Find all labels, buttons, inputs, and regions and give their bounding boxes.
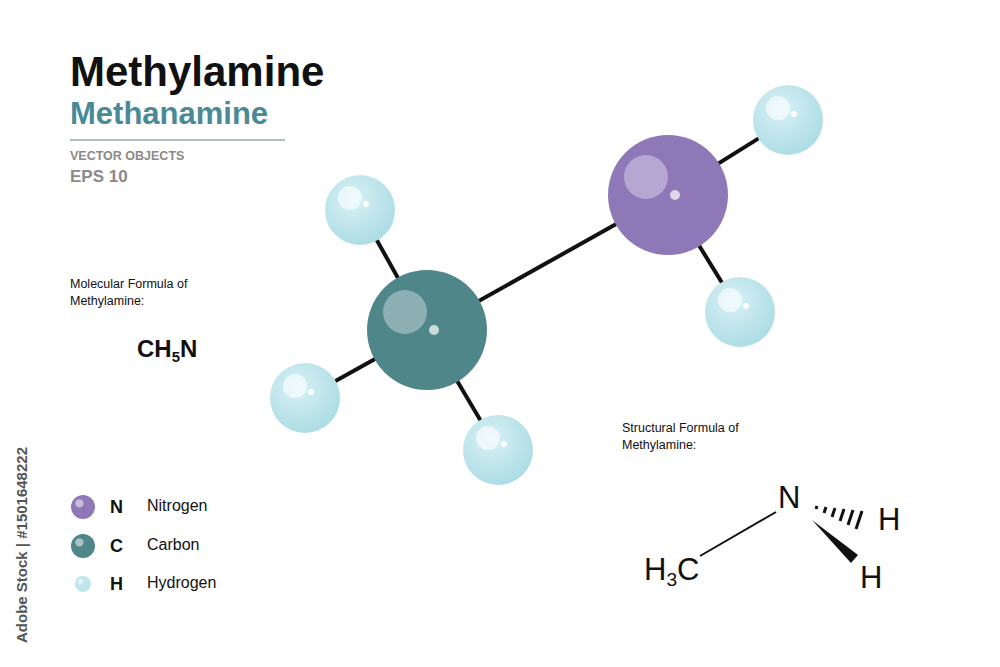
atom-symbol: N — [778, 480, 800, 516]
legend-swatch — [69, 570, 97, 598]
note: EPS 10 — [70, 167, 128, 187]
watermark: Adobe Stock | #1501648222 — [13, 447, 30, 643]
title: Methylamine — [70, 48, 324, 96]
legend-text: Hydrogen — [147, 574, 216, 592]
caption-label: Structural Formula of Methylamine: — [622, 420, 782, 454]
note: VECTOR OBJECTS — [70, 149, 184, 163]
atom-symbol: H — [878, 502, 900, 538]
nitrogen-atom — [608, 135, 728, 255]
legend-symbol: H — [110, 574, 123, 595]
atom-symbol: H — [860, 560, 882, 596]
legend-swatch — [69, 493, 97, 521]
molecular-formula: CH5N — [137, 335, 197, 363]
highlights — [283, 96, 797, 450]
legend-symbol: C — [110, 536, 123, 557]
bonds — [305, 120, 788, 450]
caption-label: Molecular Formula of Methylamine: — [70, 276, 220, 310]
carbon-atom — [367, 270, 487, 390]
hydrogen-atoms — [270, 85, 823, 485]
subtitle: Methanamine — [70, 96, 268, 132]
title-rule — [70, 139, 285, 141]
legend-symbol: N — [110, 497, 123, 518]
legend-text: Carbon — [147, 536, 199, 554]
legend-swatch — [69, 532, 97, 560]
group-formula: H3C — [644, 552, 699, 588]
legend-text: Nitrogen — [147, 497, 207, 515]
